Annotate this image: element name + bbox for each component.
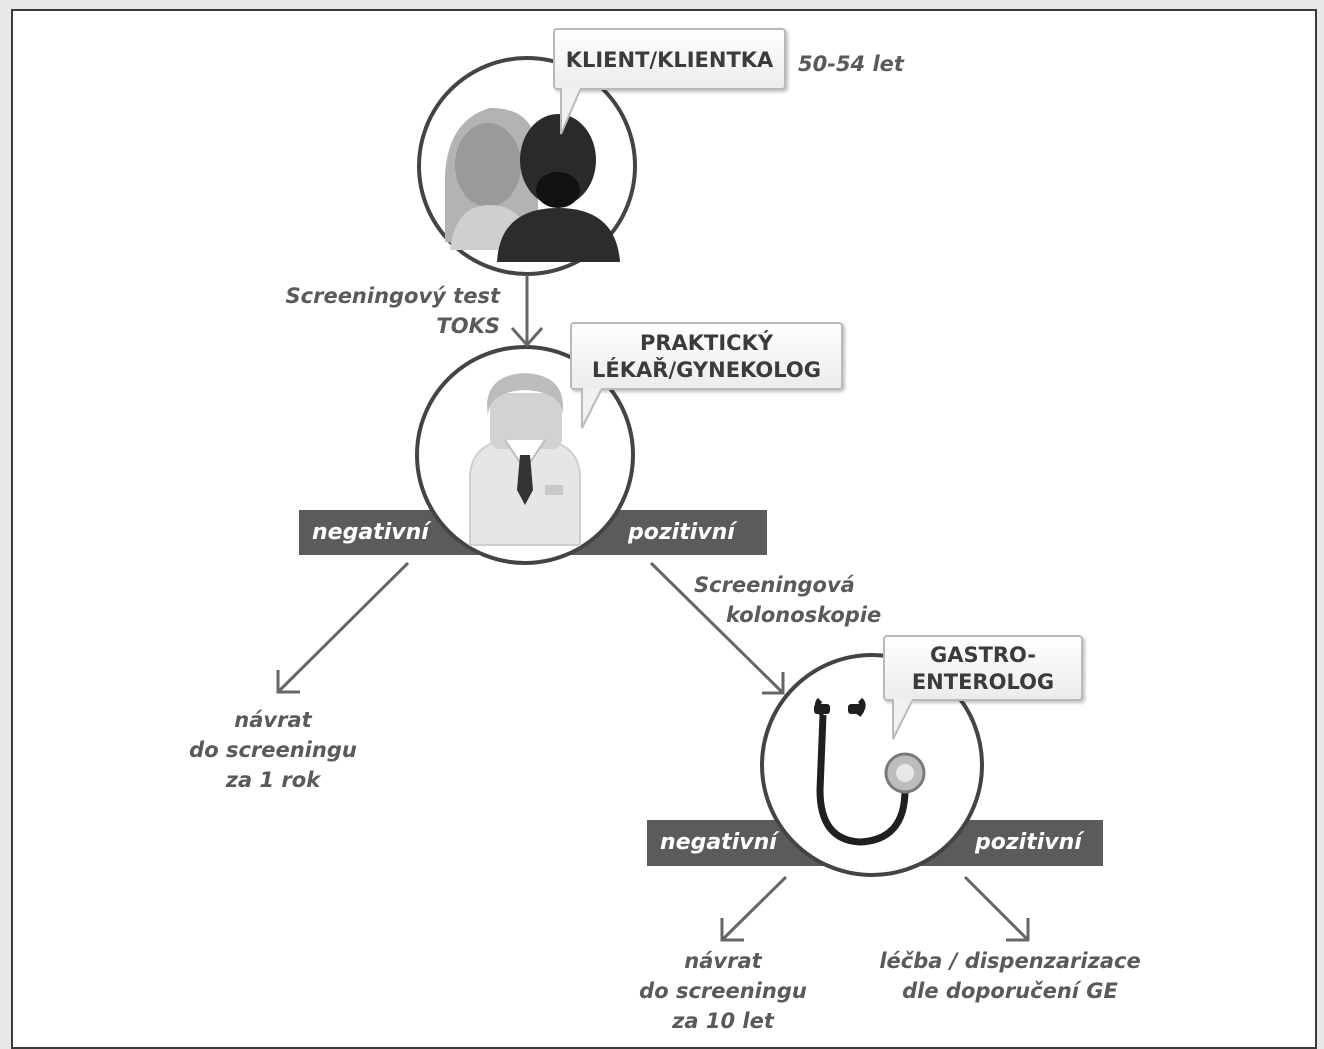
stethoscope-icon (814, 697, 926, 846)
ge-bubble-line2: ENTEROLOG (911, 670, 1055, 694)
doctor-icon (469, 373, 581, 546)
arrow-gp-positive (649, 561, 785, 695)
arrow-gp-negative (276, 561, 410, 694)
gp-positive-label: pozitivní (628, 520, 735, 545)
ge-negative-label: negativní (660, 830, 777, 855)
ge-positive-outcome: léčba / dispenzarizace dle doporučení GE (860, 946, 1160, 1006)
ge-negative-outcome-line1: návrat (684, 949, 762, 973)
ge-bubble-tail (892, 699, 915, 740)
gp-bubble: PRAKTICKÝ LÉKAŘ/GYNEKOLOG (570, 322, 843, 429)
ge-negative-outcome: návrat do screeningu za 10 let (610, 946, 836, 1036)
step1-label: Screeningový test TOKS (250, 281, 500, 341)
gp-negative-outcome-line3: za 1 rok (225, 768, 321, 792)
step1-line1: Screeningový test (285, 284, 500, 308)
step2-line1: Screeningová (694, 573, 855, 597)
step2-label: Screeningová kolonoskopie (694, 570, 881, 630)
step2-line2: kolonoskopie (726, 603, 882, 627)
client-bubble-tail (560, 88, 583, 135)
client-bubble-text: KLIENT/KLIENTKA (565, 48, 774, 72)
gp-negative-outcome-line2: do screeningu (189, 738, 357, 762)
client-couple-icon (445, 108, 620, 262)
ge-negative-outcome-line2: do screeningu (639, 979, 807, 1003)
arrow-ge-positive (963, 875, 1030, 942)
client-bubble: KLIENT/KLIENTKA (553, 28, 786, 135)
arrow-client-to-gp (510, 275, 544, 348)
gp-negative-outcome: návrat do screeningu za 1 rok (160, 705, 386, 795)
arrow-ge-negative (720, 875, 788, 942)
client-age-label: 50-54 let (798, 52, 904, 76)
gp-negative-outcome-line1: návrat (234, 708, 312, 732)
ge-bubble: GASTRO- ENTEROLOG (883, 635, 1083, 740)
step1-line2: TOKS (436, 314, 500, 338)
gp-bubble-line1: PRAKTICKÝ (639, 331, 774, 355)
gp-bubble-line2: LÉKAŘ/GYNEKOLOG (592, 358, 821, 382)
gp-bubble-tail (581, 388, 604, 429)
ge-bubble-line1: GASTRO- (929, 643, 1037, 667)
ge-positive-label: pozitivní (975, 830, 1082, 855)
ge-positive-outcome-line2: dle doporučení GE (902, 979, 1118, 1003)
ge-negative-outcome-line3: za 10 let (672, 1009, 774, 1033)
ge-positive-outcome-line1: léčba / dispenzarizace (879, 949, 1141, 973)
gp-negative-label: negativní (312, 520, 429, 545)
